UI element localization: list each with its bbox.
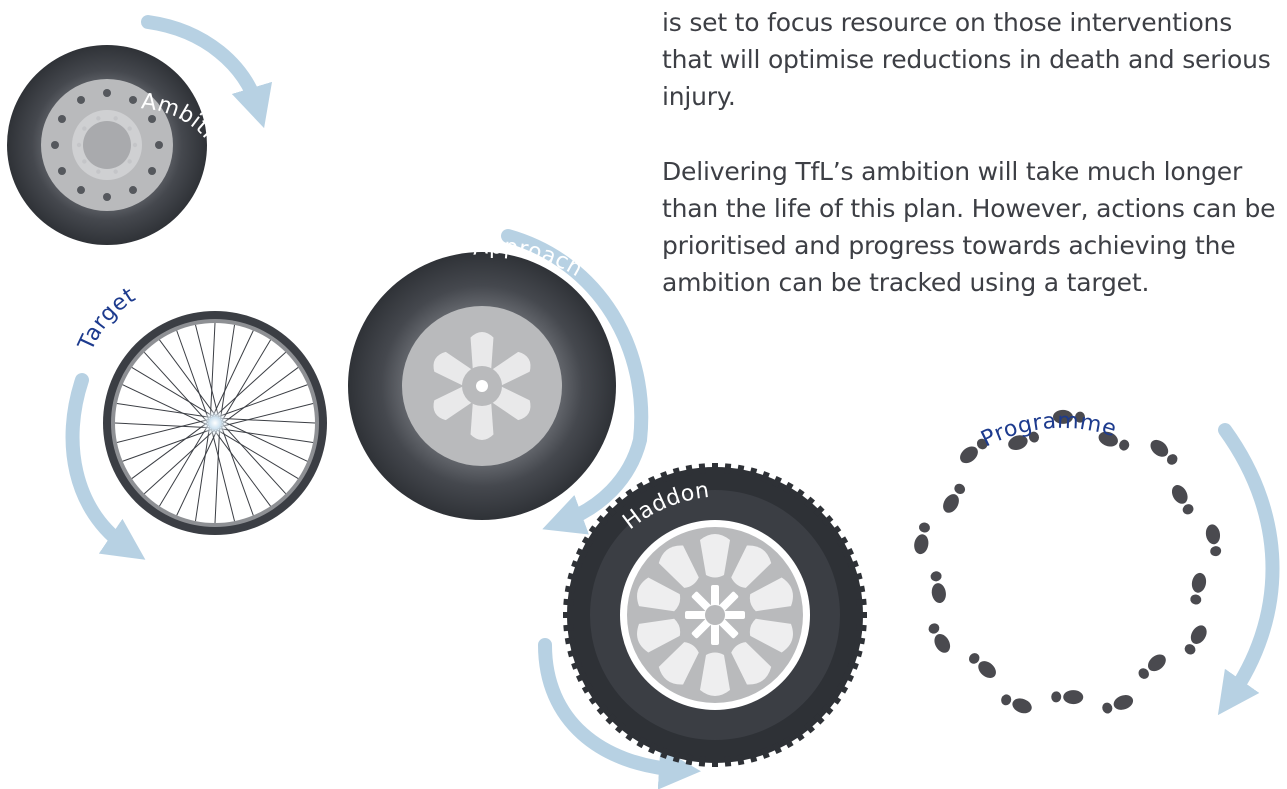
approach-arrow	[501, 229, 649, 535]
target-arrow	[65, 373, 146, 560]
target-bicycle-wheel-icon	[103, 311, 327, 535]
ambition-paragraph: Delivering TfL’s ambition will take much…	[662, 157, 1276, 297]
approach-wheel-icon	[348, 252, 616, 520]
haddon-arrow	[538, 638, 701, 789]
haddon-wheel-icon	[563, 463, 867, 767]
programme-arrow	[1217, 423, 1280, 716]
ambition-arrow	[141, 15, 273, 129]
ambition-wheel-icon	[7, 45, 207, 245]
target-label: Target	[73, 283, 140, 355]
programme-label: Programme	[977, 409, 1119, 453]
intro-paragraph: is set to focus resource on those interv…	[662, 8, 1271, 111]
programme-footprints-icon	[912, 409, 1224, 717]
